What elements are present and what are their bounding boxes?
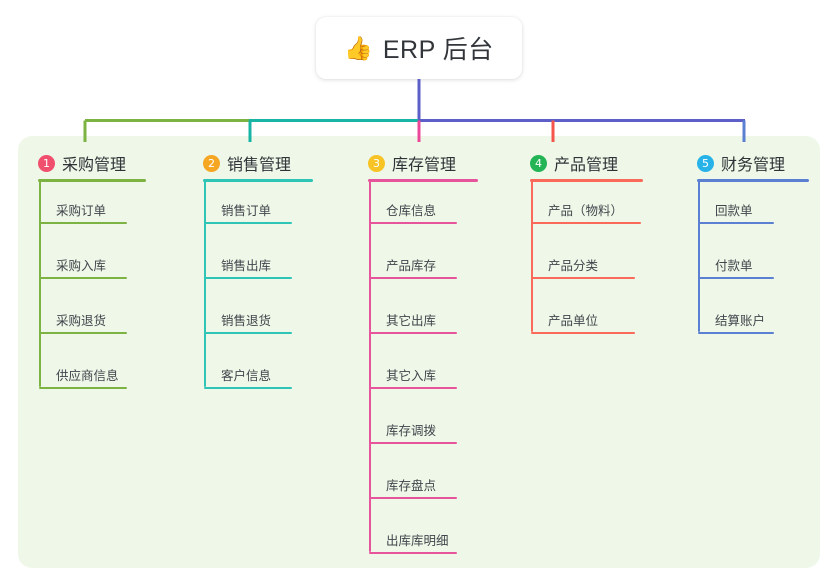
leaf-node-rule xyxy=(204,222,292,224)
leaf-node-label[interactable]: 出库库明细 xyxy=(386,534,449,548)
leaf-node-label[interactable]: 销售退货 xyxy=(221,314,272,328)
branch-title-5: 财务管理 xyxy=(721,157,786,174)
branch-number-badge-5: 5 xyxy=(697,154,714,172)
branch-header-2[interactable]: 2 销售管理 xyxy=(203,146,291,180)
branch-column-4: 4 产品管理产品（物料） 产品分类产品单位 xyxy=(530,146,643,334)
branch-header-rule-5 xyxy=(697,179,809,182)
leaf-node-label[interactable]: 仓库信息 xyxy=(386,204,437,218)
leaf-node-rule xyxy=(369,222,457,224)
leaf-node-label[interactable]: 产品单位 xyxy=(548,314,599,328)
leaf-node-rule xyxy=(369,332,457,334)
leaf-node-rule xyxy=(204,332,292,334)
leaf-node-rule xyxy=(39,332,127,334)
branch-title-2: 销售管理 xyxy=(227,157,292,174)
leaf-node-label[interactable]: 其它出库 xyxy=(386,314,437,328)
leaf-node-label[interactable]: 付款单 xyxy=(715,259,753,273)
leaf-node-label[interactable]: 库存调拨 xyxy=(386,424,437,438)
leaf-node-rule xyxy=(39,222,127,224)
leaf-node-label[interactable]: 产品（物料） xyxy=(548,204,624,218)
leaf-node-rule xyxy=(369,497,457,499)
branch-header-rule-1 xyxy=(38,179,146,182)
leaf-node-rule xyxy=(698,222,774,224)
leaf-node-rule xyxy=(531,332,635,334)
branch-number-badge-1: 1 xyxy=(38,154,55,172)
branch-title-3: 库存管理 xyxy=(392,157,457,174)
leaf-node-rule xyxy=(531,222,641,224)
leaf-node-rule xyxy=(369,552,457,554)
branch-header-4[interactable]: 4 产品管理 xyxy=(530,146,618,180)
leaf-node-label[interactable]: 采购订单 xyxy=(56,204,107,218)
root-node-label: ERP 后台 xyxy=(382,36,494,64)
branch-header-rule-3 xyxy=(368,179,478,182)
thumbs-up-icon: 👍 xyxy=(344,34,373,61)
branch-spine-3 xyxy=(369,181,371,552)
branches-panel xyxy=(18,136,820,568)
branch-column-2: 2 销售管理销售订单销售出库销售退货客户信息 xyxy=(203,146,313,389)
leaf-node-label[interactable]: 回款单 xyxy=(715,204,753,218)
branch-column-5: 5 财务管理回款单付款单结算账户 xyxy=(697,146,809,334)
leaf-node-label[interactable]: 销售出库 xyxy=(221,259,272,273)
root-node-erp-backend[interactable]: 👍 ERP 后台 xyxy=(316,17,522,79)
branch-header-rule-2 xyxy=(203,179,313,182)
branch-spine-4 xyxy=(531,181,533,332)
branch-header-1[interactable]: 1 采购管理 xyxy=(38,146,126,180)
leaf-node-label[interactable]: 产品库存 xyxy=(386,259,437,273)
branch-title-1: 采购管理 xyxy=(62,157,127,174)
branch-spine-2 xyxy=(204,181,206,387)
leaf-node-rule xyxy=(204,387,292,389)
leaf-node-label[interactable]: 采购退货 xyxy=(56,314,107,328)
leaf-node-label[interactable]: 供应商信息 xyxy=(56,369,119,383)
leaf-node-label[interactable]: 其它入库 xyxy=(386,369,437,383)
leaf-node-rule xyxy=(369,387,457,389)
branch-header-rule-4 xyxy=(530,179,643,182)
leaf-node-label[interactable]: 采购入库 xyxy=(56,259,107,273)
leaf-node-rule xyxy=(531,277,635,279)
branch-spine-5 xyxy=(698,181,700,332)
leaf-node-rule xyxy=(204,277,292,279)
leaf-node-label[interactable]: 库存盘点 xyxy=(386,479,437,493)
branch-column-1: 1 采购管理采购订单采购入库采购退货供应商信息 xyxy=(38,146,146,389)
leaf-node-rule xyxy=(39,387,127,389)
leaf-node-label[interactable]: 销售订单 xyxy=(221,204,272,218)
leaf-node-rule xyxy=(698,332,774,334)
branch-title-4: 产品管理 xyxy=(554,157,619,174)
branch-column-3: 3 库存管理仓库信息产品库存其它出库其它入库库存调拨库存盘点出库库明细 xyxy=(368,146,478,554)
leaf-node-label[interactable]: 客户信息 xyxy=(221,369,272,383)
leaf-node-label[interactable]: 结算账户 xyxy=(715,314,766,328)
leaf-node-rule xyxy=(698,277,774,279)
leaf-node-rule xyxy=(369,442,457,444)
branch-number-badge-4: 4 xyxy=(530,154,547,172)
leaf-node-rule xyxy=(39,277,127,279)
leaf-node-rule xyxy=(369,277,457,279)
branch-header-5[interactable]: 5 财务管理 xyxy=(697,146,785,180)
leaf-node-label[interactable]: 产品分类 xyxy=(548,259,599,273)
branch-number-badge-2: 2 xyxy=(203,154,220,172)
root-node-content: 👍 ERP 后台 xyxy=(344,30,494,66)
branch-number-badge-3: 3 xyxy=(368,154,385,172)
branch-spine-1 xyxy=(39,181,41,387)
branch-header-3[interactable]: 3 库存管理 xyxy=(368,146,456,180)
